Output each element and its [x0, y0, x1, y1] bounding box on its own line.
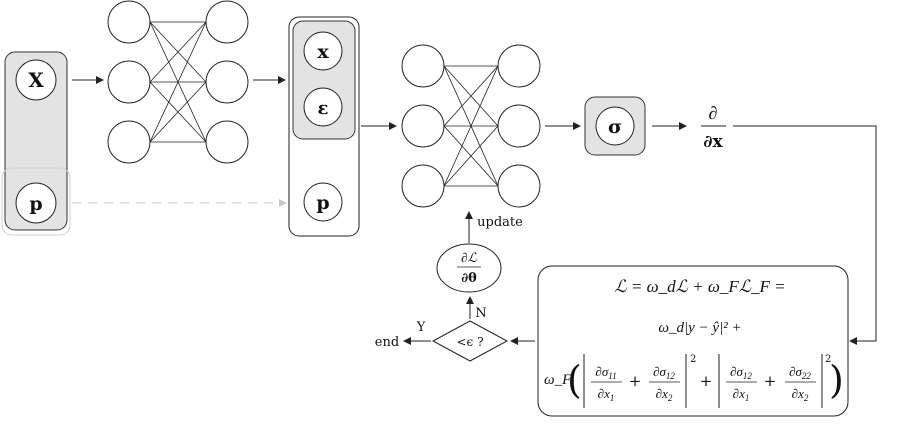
- network-2-edges: [443, 65, 499, 187]
- net2-out-node: [497, 44, 541, 88]
- net2-in-node: [401, 44, 445, 88]
- derivative-denominator: ∂x: [703, 132, 723, 152]
- derivative-operator: ∂ ∂x: [701, 103, 726, 152]
- sigma-block: σ: [584, 96, 646, 156]
- net1-in-node: [107, 120, 151, 164]
- input-p-outline: [1, 167, 71, 236]
- net1-in-node: [107, 0, 151, 44]
- plus-sign: +: [764, 372, 777, 390]
- input-x-label: X: [28, 68, 44, 92]
- arrow-derivative-to-loss: [733, 125, 877, 345]
- input-block: X p: [1, 51, 71, 236]
- middle-p-node: [303, 182, 343, 222]
- input-p-label: p: [29, 193, 42, 215]
- update-label: update: [477, 215, 523, 230]
- net2-in-node: [401, 104, 445, 148]
- sigma-node: [595, 106, 635, 146]
- middle-eps-label: ε: [318, 98, 329, 119]
- end-label: end: [375, 335, 399, 350]
- middle-block: x ε p: [288, 16, 360, 237]
- gradient-ellipse: [436, 243, 502, 293]
- net2-in-node: [401, 164, 445, 208]
- square-exponent: 2: [690, 354, 696, 365]
- loss-equation-line2: ω_d|y − ŷ|² +: [658, 320, 741, 336]
- network-2: [401, 44, 541, 208]
- input-block-shade: [4, 51, 68, 231]
- net1-out-node: [205, 120, 249, 164]
- middle-x-label: x: [317, 41, 329, 63]
- middle-p-label: p: [316, 192, 329, 214]
- net1-in-node: [107, 60, 151, 104]
- middle-eps-node: [303, 87, 343, 127]
- sigma-label: σ: [608, 116, 622, 138]
- middle-block-outline: [288, 16, 360, 237]
- loss-box: ℒ = ω_dℒ + ω_Fℒ_F = ω_d|y − ŷ|² + ω_F ( …: [537, 265, 849, 417]
- net2-out-node: [497, 164, 541, 208]
- loss-omega-f: ω_F: [544, 372, 572, 388]
- gradient-node: ∂ℒ ∂θ: [436, 243, 502, 293]
- net1-out-node: [205, 0, 249, 44]
- gradient-numerator: ∂ℒ: [461, 250, 477, 265]
- derivative-numerator: ∂: [709, 103, 718, 123]
- decision-label: <ϵ ?: [456, 335, 483, 349]
- no-label: N: [475, 306, 486, 321]
- loss-box-frame: [537, 265, 849, 417]
- net2-out-node: [497, 104, 541, 148]
- loss-equation-line1: ℒ = ω_dℒ + ω_Fℒ_F =: [614, 277, 785, 296]
- middle-x-node: [303, 31, 343, 71]
- square-exponent: 2: [825, 354, 831, 365]
- network-1: [107, 0, 249, 164]
- gradient-denominator: ∂θ: [461, 271, 477, 286]
- plus-sign: +: [700, 372, 713, 390]
- plus-sign: +: [629, 372, 642, 390]
- decision-diamond: <ϵ ?: [431, 320, 509, 362]
- network-1-edges: [149, 21, 207, 143]
- input-p-node: [15, 182, 57, 224]
- loss-left-paren: (: [567, 358, 582, 402]
- input-x-node: [15, 59, 57, 101]
- net1-out-node: [205, 60, 249, 104]
- loss-right-paren: ): [829, 358, 844, 402]
- yes-label: Y: [416, 320, 426, 335]
- decision-shape: [431, 320, 509, 362]
